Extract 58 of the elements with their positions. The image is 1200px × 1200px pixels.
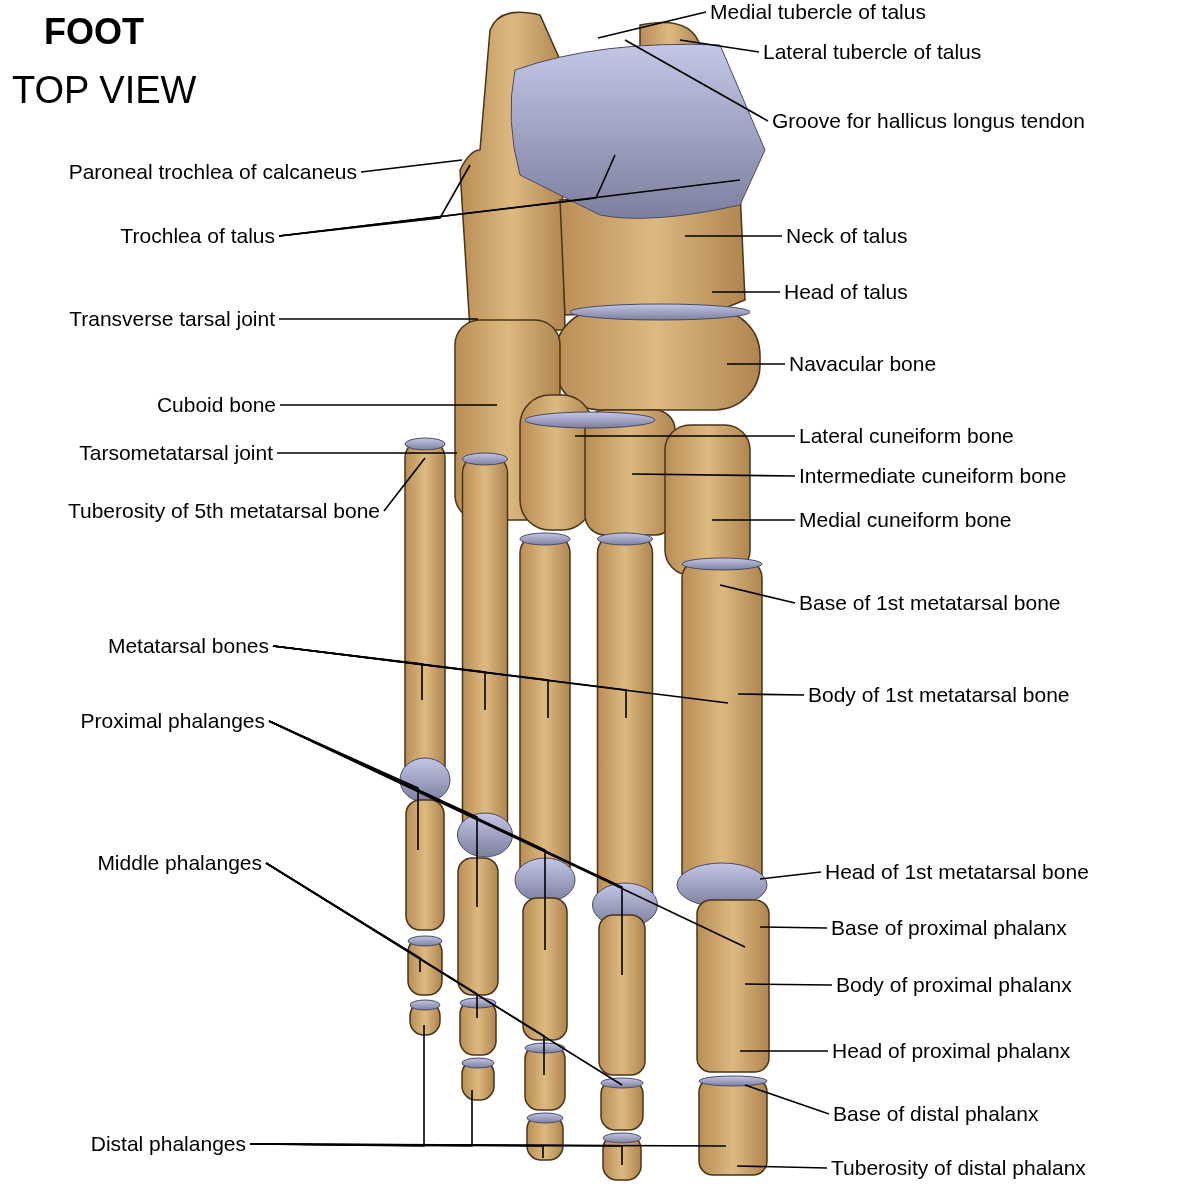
part-label: Tuberosity of distal phalanx (831, 1156, 1086, 1180)
part-label: Body of 1st metatarsal bone (808, 683, 1070, 707)
leader-line (736, 1165, 828, 1169)
leader-line (597, 11, 707, 39)
part-label: Trochlea of talus (120, 224, 275, 248)
leader-line (744, 1084, 830, 1115)
leader-line (574, 435, 796, 437)
part-label: Lateral cuneiform bone (799, 424, 1014, 448)
leader-line (278, 318, 479, 320)
view-label: TOP VIEW (12, 68, 197, 112)
leader-line (759, 926, 828, 929)
leader-line (711, 519, 796, 521)
leader-line (360, 159, 463, 173)
part-label: Transverse tarsal joint (69, 307, 275, 331)
leader-line (276, 452, 458, 454)
part-label: Head of proximal phalanx (832, 1039, 1071, 1063)
leader-line (744, 983, 833, 986)
part-label: Distal phalanges (90, 1132, 246, 1156)
part-label: Neck of talus (786, 224, 908, 248)
leader-line (684, 235, 783, 237)
part-label: Intermediate cuneiform bone (799, 464, 1067, 488)
part-label: Metatarsal bones (107, 634, 269, 658)
leader-line (719, 584, 796, 604)
part-label: Medial cuneiform bone (799, 508, 1012, 532)
leader-line (249, 1143, 623, 1166)
leader-line (279, 404, 498, 406)
leader-line (679, 39, 760, 53)
part-label: Base of proximal phalanx (831, 916, 1067, 940)
part-label: Body of proximal phalanx (836, 973, 1072, 997)
leader-line (278, 154, 616, 237)
part-label: Base of distal phalanx (833, 1102, 1039, 1126)
leader-line (272, 645, 627, 719)
leader-line (383, 457, 426, 512)
leader-line (737, 693, 805, 696)
leader-line (265, 862, 545, 1076)
part-label: Middle phalanges (97, 851, 262, 875)
part-label: Medial tubercle of talus (710, 0, 926, 24)
leader-line (268, 720, 623, 976)
leader-line (278, 164, 471, 237)
part-label: Groove for hallicus longus tendon (772, 109, 1085, 133)
part-label: Proximal phalanges (80, 709, 265, 733)
leader-line (739, 1050, 829, 1052)
diagram-title: FOOT (44, 12, 144, 52)
leader-line (726, 363, 786, 365)
leader-line (624, 39, 769, 122)
leader-line (272, 645, 486, 711)
part-label: Paroneal trochlea of calcaneus (68, 160, 357, 184)
part-label: Head of talus (784, 280, 908, 304)
part-label: Cuboid bone (156, 393, 276, 417)
part-label: Tuberosity of 5th metatarsal bone (67, 499, 380, 523)
leader-line (631, 473, 796, 477)
leader-line (759, 871, 822, 880)
part-label: Lateral tubercle of talus (763, 40, 982, 64)
part-label: Head of 1st metatarsal bone (825, 860, 1089, 884)
part-label: Navacular bone (789, 352, 937, 376)
leader-line (711, 291, 781, 293)
part-label: Base of 1st metatarsal bone (799, 591, 1061, 615)
part-label: Tarsometatarsal joint (79, 441, 273, 465)
